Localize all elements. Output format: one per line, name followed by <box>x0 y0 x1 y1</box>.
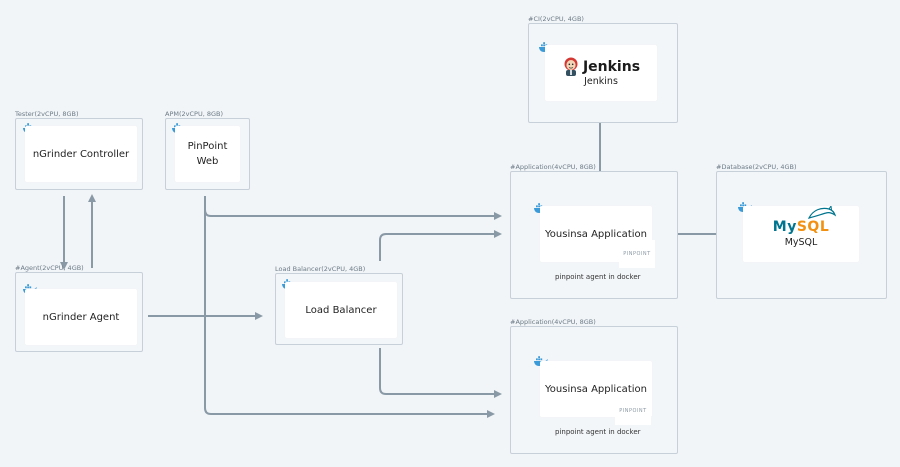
node-load-balancer: Load Balancer <box>285 282 397 338</box>
group-lb: Load Balancer <box>275 273 403 345</box>
group-label-agent: #Agent(2vCPU, 4GB) <box>15 264 84 272</box>
node-ngrinder-controller: nGrinder Controller <box>25 126 137 182</box>
group-label-ci: #CI(2vCPU, 4GB) <box>528 15 584 23</box>
node-mysql: MySQL MySQL <box>743 206 859 262</box>
arrow-lb-to-app1 <box>379 230 502 261</box>
group-agent: nGrinder Agent <box>15 272 143 352</box>
node-jenkins: Jenkins Jenkins <box>545 45 657 101</box>
group-ci: Jenkins Jenkins <box>528 23 678 123</box>
app1-sublabel: pinpoint agent in docker <box>555 273 641 281</box>
app2-sublabel: pinpoint agent in docker <box>555 428 641 436</box>
mysql-logo: MySQL <box>773 219 829 235</box>
group-label-app2: #Application(4vCPU, 8GB) <box>510 318 596 326</box>
group-apm: PinPoint Web <box>165 118 250 190</box>
group-label-db: #Database(2vCPU, 4GB) <box>716 163 797 171</box>
pinpoint-badge: PINPOINT <box>615 397 651 425</box>
group-app1: Yousinsa Application PINPOINT pinpoint a… <box>510 171 678 299</box>
group-db: MySQL MySQL <box>716 171 887 299</box>
jenkins-logo-text: Jenkins <box>582 58 641 75</box>
group-label-app1: #Application(4vCPU, 8GB) <box>510 163 596 171</box>
jenkins-butler-icon <box>564 57 578 77</box>
pinpoint-web-line1: PinPoint <box>187 141 228 152</box>
group-label-apm: APM(2vCPU, 8GB) <box>165 110 224 118</box>
node-ngrinder-agent: nGrinder Agent <box>25 289 137 345</box>
arrow-pinpoint-to-app2 <box>204 210 495 418</box>
pinpoint-badge: PINPOINT <box>619 240 655 268</box>
group-label-lb: Load Balancer(2vCPU, 4GB) <box>275 265 366 273</box>
jenkins-label: Jenkins <box>584 75 618 87</box>
arrow-pinpoint-to-app1 <box>204 196 502 220</box>
arrow-lb-to-app2 <box>379 348 502 398</box>
mysql-dolphin-icon <box>807 206 836 220</box>
group-tester: nGrinder Controller <box>15 118 143 190</box>
mysql-logo-text: MySQL <box>772 219 830 236</box>
group-app2: Yousinsa Application PINPOINT pinpoint a… <box>510 326 678 454</box>
mysql-label: MySQL <box>784 237 818 249</box>
group-label-tester: Tester(2vCPU, 8GB) <box>15 110 79 118</box>
pinpoint-web-line2: Web <box>196 156 219 167</box>
node-pinpoint-web: PinPoint Web <box>175 126 240 182</box>
